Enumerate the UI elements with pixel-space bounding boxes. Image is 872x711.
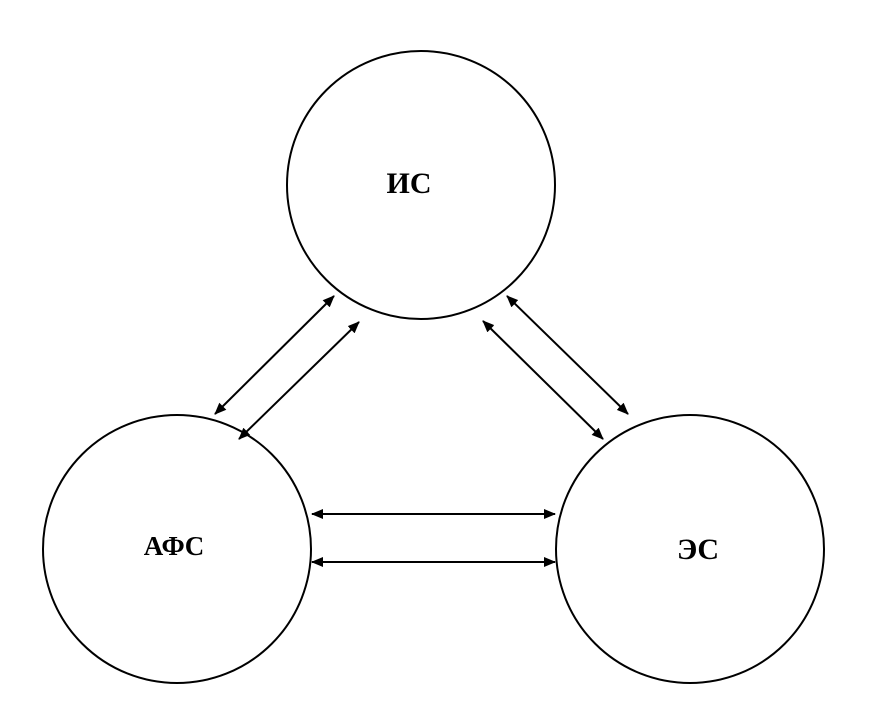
node-es-circle xyxy=(555,414,825,684)
node-es: ЭС xyxy=(555,414,825,684)
node-is: ИС xyxy=(286,50,556,320)
node-afs: АФС xyxy=(42,414,312,684)
node-is-circle xyxy=(286,50,556,320)
node-afs-label: АФС xyxy=(144,531,205,561)
arrow-is-afs-2 xyxy=(238,321,360,440)
arrow-is-es-1 xyxy=(506,295,629,415)
arrow-is-es-2 xyxy=(482,320,604,440)
node-afs-circle xyxy=(42,414,312,684)
node-es-label: ЭС xyxy=(677,533,719,566)
arrow-is-afs-1 xyxy=(214,295,335,415)
node-is-label: ИС xyxy=(387,167,432,200)
